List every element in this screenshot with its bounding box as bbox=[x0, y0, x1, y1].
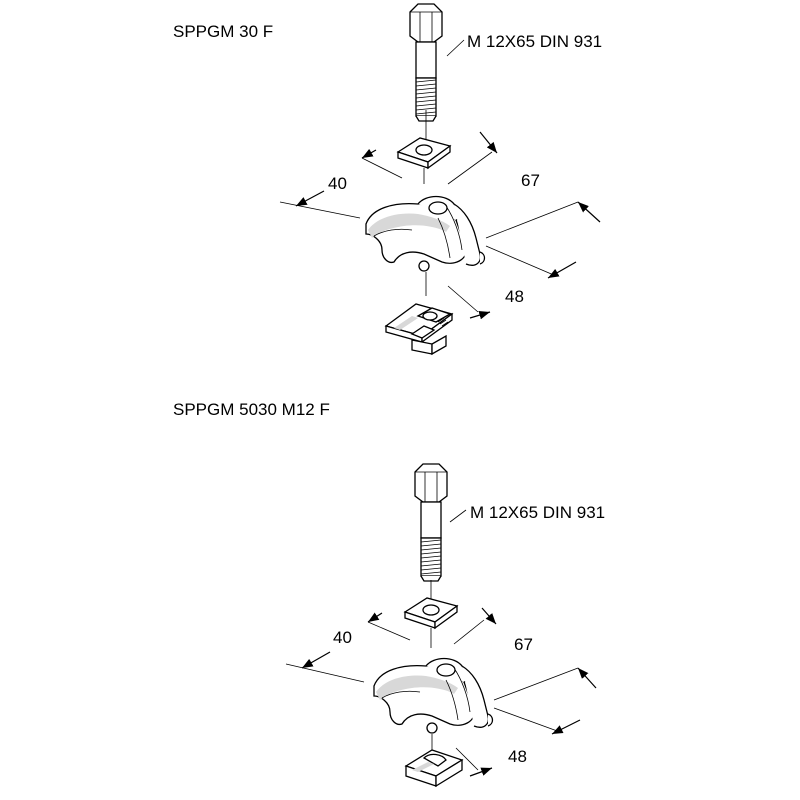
assembly-1: SPPGM 30 F M 12X65 DIN 931 40 67 48 bbox=[173, 3, 602, 355]
assembly-1-dim-length: 67 bbox=[521, 171, 540, 190]
assembly-1-washer bbox=[397, 137, 451, 169]
assembly-1-dim-base: 48 bbox=[505, 287, 524, 306]
assembly-2: SPPGM 5030 M12 F M 12X65 DIN 931 40 67 4… bbox=[173, 400, 605, 787]
assembly-2-block bbox=[405, 749, 463, 787]
assembly-2-dim-length: 67 bbox=[514, 635, 533, 654]
assembly-1-clip bbox=[385, 303, 453, 355]
assembly-2-dim-width: 40 bbox=[333, 628, 352, 647]
assembly-1-title: SPPGM 30 F bbox=[173, 22, 273, 41]
assembly-1-bolt bbox=[409, 3, 443, 122]
assembly-1-saddle bbox=[365, 195, 486, 272]
assembly-2-title: SPPGM 5030 M12 F bbox=[173, 400, 330, 419]
assembly-2-bolt-label: M 12X65 DIN 931 bbox=[470, 503, 605, 522]
assembly-2-saddle bbox=[373, 657, 494, 734]
assembly-1-bolt-label: M 12X65 DIN 931 bbox=[467, 32, 602, 51]
assembly-2-washer bbox=[404, 597, 458, 629]
assembly-2-dim-base: 48 bbox=[508, 747, 527, 766]
assembly-1-dim-width: 40 bbox=[328, 174, 347, 193]
assembly-2-bolt bbox=[414, 463, 448, 582]
